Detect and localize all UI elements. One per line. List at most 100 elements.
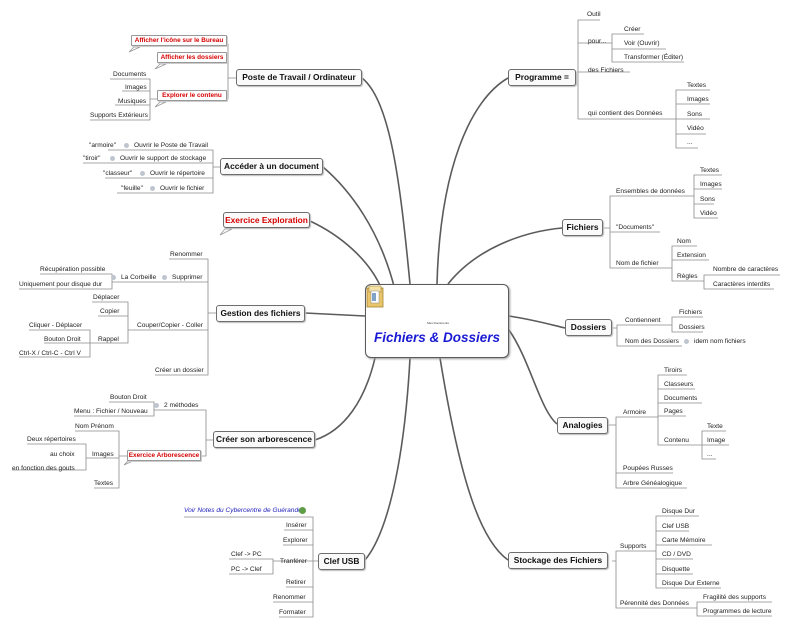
callout-explorer-contenu[interactable]: Explorer le contenu (157, 90, 227, 101)
callout-afficher-dossiers[interactable]: Afficher les dossiers (157, 52, 227, 63)
topic-exercice-exploration[interactable]: Exercice Exploration (223, 212, 310, 228)
subtopic-pour[interactable]: pour... (588, 38, 607, 45)
subtopic-regles[interactable]: Règles (677, 273, 698, 280)
callout-exercice-arborescence[interactable]: Exercice Arborescence (127, 450, 201, 461)
subtopic-voir[interactable]: Voir (Ouvrir) (624, 40, 660, 47)
subtopic-transformer[interactable]: Transformer (Éditer) (624, 54, 684, 61)
subtopic-documents[interactable]: Documents (664, 395, 698, 402)
subtopic-renommer[interactable]: Renommer (170, 251, 203, 258)
topic-stockage[interactable]: Stockage des Fichiers (508, 552, 608, 569)
subtopic-images[interactable]: Images (700, 181, 722, 188)
subtopic-uniquement[interactable]: Uniquement pour disque dur (19, 281, 103, 288)
subtopic-corbeille[interactable]: La Corbeille (121, 274, 157, 281)
subtopic-textes[interactable]: Textes (687, 82, 707, 89)
subtopic-disquette[interactable]: Disquette (662, 566, 690, 573)
subtopic-cliquer-deplacer[interactable]: Cliquer - Déplacer (29, 322, 83, 329)
subtopic-sons[interactable]: Sons (687, 111, 703, 118)
subtopic-fichiers[interactable]: Fichiers (679, 309, 703, 316)
subtopic-nombre-caracteres[interactable]: Nombre de caractères (713, 266, 779, 273)
subtopic-disque-externe[interactable]: Disque Dur Externe (662, 580, 720, 587)
subtopic-contiennent[interactable]: Contiennent (625, 317, 661, 324)
subtopic-tiroirs[interactable]: Tiroirs (664, 367, 683, 374)
subtopic-nom[interactable]: Nom (677, 238, 691, 245)
subtopic-video[interactable]: Vidéo (687, 125, 704, 132)
subtopic-documents[interactable]: "Documents" (616, 224, 655, 231)
subtopic-clef-pc[interactable]: Clef -> PC (231, 551, 262, 558)
subtopic-au-choix[interactable]: au choix (50, 451, 75, 458)
subtopic-classeur-desc[interactable]: Ouvrir le répertoire (150, 170, 205, 177)
subtopic-inserer[interactable]: Insérer (286, 522, 307, 529)
topic-fichiers[interactable]: Fichiers (562, 219, 603, 236)
subtopic-armoire-desc[interactable]: Ouvrir le Poste de Travail (134, 142, 209, 149)
subtopic-dossiers[interactable]: Dossiers (679, 324, 705, 331)
subtopic-images[interactable]: Images (687, 96, 709, 103)
subtopic-ensembles-donnees[interactable]: Ensembles de données (616, 188, 685, 195)
subtopic-video[interactable]: Vidéo (700, 210, 717, 217)
subtopic-disque-dur[interactable]: Disque Dur (662, 508, 695, 515)
subtopic-poupees-russes[interactable]: Poupées Russes (623, 465, 673, 472)
topic-clef-usb[interactable]: Clef USB (318, 553, 365, 570)
subtopic-extension[interactable]: Extension (677, 252, 706, 259)
subtopic-creer-dossier[interactable]: Créer un dossier (155, 367, 204, 374)
topic-poste-de-travail[interactable]: Poste de Travail / Ordinateur (236, 69, 362, 86)
subtopic-renommer[interactable]: Renommer (273, 594, 306, 601)
subtopic-carte-memoire[interactable]: Carte Mémoire (662, 537, 706, 544)
subtopic-qui-contient[interactable]: qui contient des Données (588, 110, 663, 117)
subtopic-creer[interactable]: Créer (624, 26, 641, 33)
subtopic-caracteres-interdits[interactable]: Caractères interdits (713, 281, 771, 288)
callout-afficher-icone[interactable]: Afficher l'icône sur le Bureau (131, 35, 227, 46)
subtopic-idem[interactable]: idem nom fichiers (694, 338, 746, 345)
subtopic-raccourcis[interactable]: Ctrl-X / Ctrl-C - Ctrl V (19, 350, 81, 357)
subtopic-tiroir[interactable]: "tiroir" (83, 155, 101, 162)
subtopic-en-fonction[interactable]: en fonction des gouts (12, 465, 75, 472)
subtopic-transferer[interactable]: Tranférer (280, 558, 307, 565)
subtopic-feuille-desc[interactable]: Ouvrir le fichier (160, 185, 205, 192)
subtopic-etc[interactable]: ... (687, 139, 693, 146)
subtopic-deux-methodes[interactable]: 2 méthodes (164, 402, 199, 409)
subtopic-menu-fichier-nouveau[interactable]: Menu : Fichier / Nouveau (74, 408, 148, 415)
subtopic-tiroir-desc[interactable]: Ouvrir le support de stockage (120, 155, 207, 162)
subtopic-deux-repertoires[interactable]: Deux répertoires (27, 436, 76, 443)
subtopic-classeurs[interactable]: Classeurs (664, 381, 694, 388)
subtopic-outil[interactable]: Outil (587, 11, 601, 18)
central-topic[interactable]: Mes Documents Fichiers & Dossiers (365, 284, 509, 358)
subtopic-formater[interactable]: Formater (279, 609, 306, 616)
subtopic-textes[interactable]: Textes (94, 480, 114, 487)
topic-programme[interactable]: Programme = (508, 69, 576, 86)
subtopic-couper-copier[interactable]: Couper/Copier - Coller (137, 322, 203, 329)
subtopic-images[interactable]: Images (125, 84, 147, 91)
subtopic-textes[interactable]: Textes (700, 167, 720, 174)
subtopic-armoire[interactable]: "armoire" (89, 142, 117, 149)
subtopic-cd-dvd[interactable]: CD / DVD (662, 551, 691, 558)
subtopic-nom-dossiers[interactable]: Nom des Dossiers (625, 338, 679, 345)
subtopic-images[interactable]: Images (92, 451, 114, 458)
subtopic-pc-clef[interactable]: PC -> Clef (231, 566, 262, 573)
subtopic-pages[interactable]: Pages (664, 408, 683, 415)
subtopic-deplacer[interactable]: Déplacer (93, 294, 120, 301)
subtopic-rappel[interactable]: Rappel (98, 336, 119, 343)
subtopic-supprimer[interactable]: Supprimer (172, 274, 203, 281)
subtopic-supports[interactable]: Supports (620, 543, 647, 550)
topic-gestion-fichiers[interactable]: Gestion des fichiers (216, 305, 305, 322)
subtopic-explorer[interactable]: Explorer (283, 537, 308, 544)
subtopic-fragilite[interactable]: Fragilité des supports (703, 594, 767, 601)
subtopic-nom-prenom[interactable]: Nom Prénom (75, 423, 114, 430)
subtopic-perennite[interactable]: Pérennité des Données (620, 600, 689, 607)
subtopic-documents[interactable]: Documents (113, 71, 147, 78)
subtopic-etc[interactable]: ... (707, 451, 713, 458)
subtopic-classeur[interactable]: "classeur" (103, 170, 133, 177)
subtopic-armoire[interactable]: Armoire (623, 409, 647, 416)
subtopic-copier[interactable]: Copier (100, 308, 120, 315)
topic-dossiers[interactable]: Dossiers (565, 319, 612, 336)
subtopic-des-fichiers[interactable]: des Fichiers (588, 67, 624, 74)
topic-acceder-document[interactable]: Accéder à un document (220, 158, 323, 175)
topic-analogies[interactable]: Analogies (557, 417, 608, 434)
subtopic-supports-exterieurs[interactable]: Supports Extérieurs (90, 112, 148, 119)
subtopic-programmes-lecture[interactable]: Programmes de lecture (703, 608, 772, 615)
subtopic-nom-fichier[interactable]: Nom de fichier (616, 260, 659, 267)
globe-icon[interactable] (299, 507, 306, 514)
subtopic-bouton-droit[interactable]: Bouton Droit (110, 394, 147, 401)
topic-creer-arborescence[interactable]: Créer son arborescence (213, 431, 315, 448)
subtopic-recuperation[interactable]: Récupération possible (40, 266, 106, 273)
subtopic-arbre-genealogique[interactable]: Arbre Généalogique (623, 480, 683, 487)
